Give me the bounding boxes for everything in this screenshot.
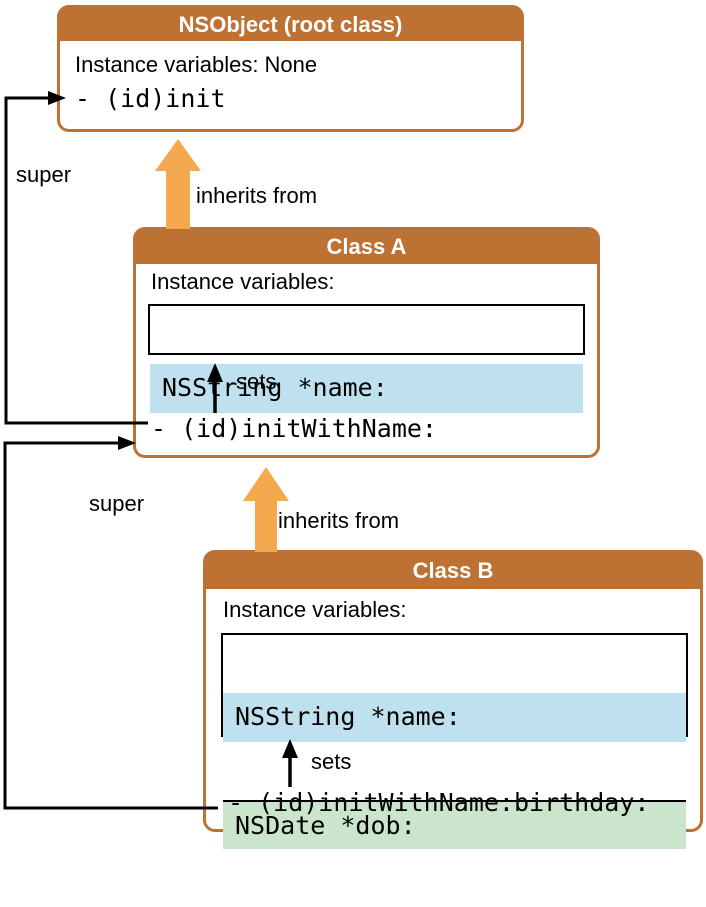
instance-variables-label-b: Instance variables: (223, 597, 407, 622)
class-box-nsobject: NSObject (root class) Instance variables… (57, 5, 524, 132)
inheritance-diagram: NSObject (root class) Instance variables… (3, 5, 703, 849)
variable-row-name: NSString *name: (223, 693, 686, 742)
instance-variables-label-a: Instance variables: (151, 269, 335, 294)
inherits-from-label-a: inherits from (196, 183, 318, 208)
variable-row-name: NSString *name: (150, 364, 583, 413)
sets-label-a: sets (236, 369, 277, 394)
method-initwithname-birthday: - (id)initWithName:birthday: (228, 788, 650, 817)
variable-box-b: NSString *name: NSDate *dob: (221, 633, 688, 849)
class-title-nsobject: NSObject (root class) (60, 8, 521, 41)
class-title-b: Class B (206, 553, 700, 589)
inherits-from-label-b: inherits from (278, 508, 400, 533)
class-box-a: Class A Instance variables: NSString *na… (133, 227, 600, 458)
super-line-a-to-nsobject (4, 96, 148, 425)
super-label-a: super (16, 162, 72, 187)
sets-label-b: sets (311, 749, 352, 774)
class-box-b: Class B Instance variables: NSString *na… (203, 550, 703, 849)
method-initwithname: - (id)initWithName: (151, 414, 437, 443)
class-title-a: Class A (136, 230, 597, 264)
method-init: - (id)init (75, 84, 226, 113)
variable-box-a: NSString *name: (148, 304, 585, 413)
inherits-arrow-a-to-nsobject (155, 139, 201, 229)
instance-variables-label-nsobject: Instance variables: None (75, 52, 318, 77)
super-label-b: super (89, 491, 145, 516)
